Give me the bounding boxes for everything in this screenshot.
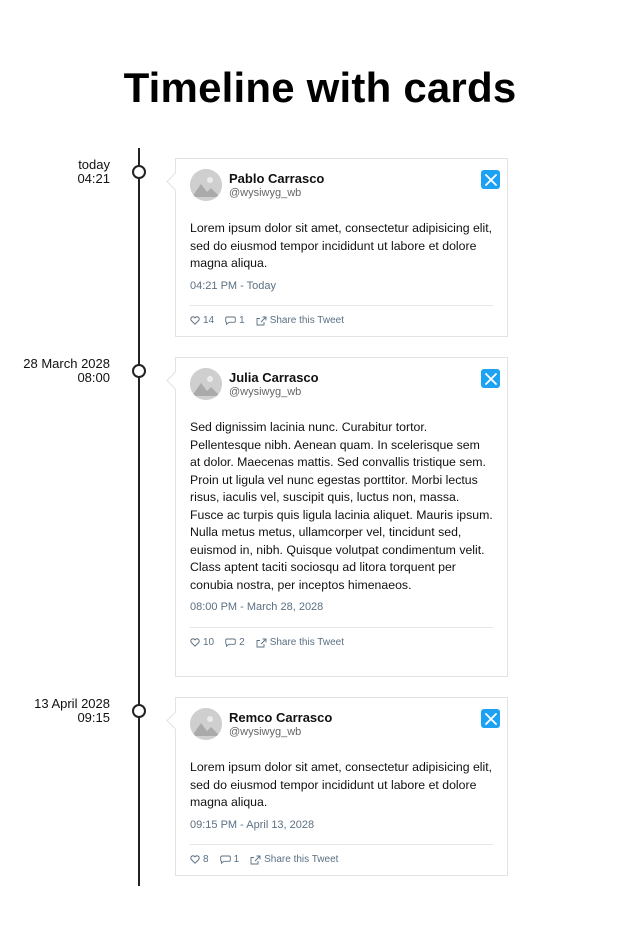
like-button[interactable]: 8 <box>190 854 209 865</box>
author-handle: @wysiwyg_wb <box>229 187 302 199</box>
comment-icon <box>219 855 231 864</box>
comment-count: 1 <box>239 315 245 326</box>
avatar-placeholder-icon <box>190 169 222 201</box>
heart-icon <box>190 316 200 325</box>
date-label: 13 April 2028 <box>34 696 110 711</box>
tweet-timestamp[interactable]: 09:15 PM - April 13, 2028 <box>190 819 315 831</box>
author-name: Pablo Carrasco <box>229 171 325 186</box>
x-logo-icon[interactable] <box>481 170 500 189</box>
avatar-placeholder-icon <box>190 708 222 740</box>
share-icon <box>256 638 267 647</box>
card-divider <box>190 844 493 845</box>
tweet-actions: 14 1 Share this Tweet <box>190 315 344 326</box>
x-logo-icon[interactable] <box>481 709 500 728</box>
entry-date: 28 March 2028 08:00 <box>23 357 110 385</box>
comment-count: 2 <box>239 637 245 648</box>
share-icon <box>250 855 261 864</box>
timeline-dot <box>132 704 146 718</box>
comment-icon <box>225 316 236 325</box>
tweet-timestamp[interactable]: 08:00 PM - March 28, 2028 <box>190 601 324 613</box>
share-icon <box>256 316 267 325</box>
tweet-actions: 8 1 Share this Tweet <box>190 854 338 865</box>
x-logo-icon[interactable] <box>481 369 500 388</box>
like-button[interactable]: 10 <box>190 637 214 648</box>
heart-icon <box>190 638 200 647</box>
timeline-dot <box>132 165 146 179</box>
comment-button[interactable]: 1 <box>225 315 245 326</box>
card-divider <box>190 627 493 628</box>
like-count: 10 <box>203 637 215 648</box>
entry-date: 13 April 2028 09:15 <box>34 697 110 725</box>
card-divider <box>190 305 493 306</box>
date-label: today <box>78 157 110 172</box>
time-label: 04:21 <box>77 171 110 186</box>
author-handle: @wysiwyg_wb <box>229 386 302 398</box>
share-label: Share this Tweet <box>269 637 344 648</box>
comment-count: 1 <box>233 854 240 865</box>
like-count: 8 <box>203 854 209 865</box>
tweet-card: Julia Carrasco @wysiwyg_wb Sed dignissim… <box>175 357 508 677</box>
tweet-timestamp[interactable]: 04:21 PM - Today <box>190 280 277 292</box>
share-button[interactable]: Share this Tweet <box>250 854 338 865</box>
entry-date: today 04:21 <box>77 158 110 186</box>
comment-button[interactable]: 1 <box>219 854 240 865</box>
tweet-text: Lorem ipsum dolor sit amet, consectetur … <box>190 760 493 809</box>
time-label: 09:15 <box>77 710 110 725</box>
share-button[interactable]: Share this Tweet <box>256 315 344 326</box>
tweet-actions: 10 2 Share this Tweet <box>190 637 344 648</box>
share-button[interactable]: Share this Tweet <box>256 637 344 648</box>
date-label: 28 March 2028 <box>23 356 110 371</box>
timeline-dot <box>132 364 146 378</box>
heart-icon <box>190 855 200 864</box>
share-label: Share this Tweet <box>269 315 344 326</box>
tweet-card: Remco Carrasco @wysiwyg_wb Lorem ipsum d… <box>175 697 508 876</box>
timeline-line <box>138 148 140 886</box>
author-name: Julia Carrasco <box>229 370 319 385</box>
tweet-text: Lorem ipsum dolor sit amet, consectetur … <box>190 221 493 270</box>
page-title: Timeline with cards <box>123 64 517 111</box>
like-button[interactable]: 14 <box>190 315 214 326</box>
tweet-text: Sed dignissim lacinia nunc. Curabitur to… <box>190 420 493 592</box>
like-count: 14 <box>203 315 215 326</box>
avatar-placeholder-icon <box>190 368 222 400</box>
author-name: Remco Carrasco <box>229 710 333 725</box>
time-label: 08:00 <box>77 370 110 385</box>
comment-icon <box>225 638 236 647</box>
comment-button[interactable]: 2 <box>225 637 245 648</box>
share-label: Share this Tweet <box>264 854 339 865</box>
author-handle: @wysiwyg_wb <box>229 726 302 738</box>
tweet-card: Pablo Carrasco @wysiwyg_wb Lorem ipsum d… <box>175 158 508 337</box>
